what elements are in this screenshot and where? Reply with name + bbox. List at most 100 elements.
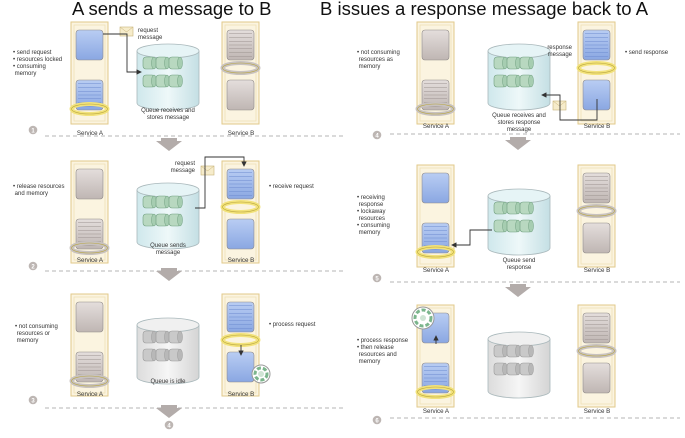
message-envelope-flap [552, 100, 567, 107]
step-number: 4 [375, 133, 379, 139]
step-number: 5 [375, 276, 379, 282]
queue-cylinder-top [487, 188, 551, 204]
resource-block [582, 362, 611, 394]
message-envelope-icon [119, 26, 134, 37]
step-5: • receiving response• lockaway resources… [357, 164, 680, 297]
step-1-notes: • send request• resources locked• consum… [13, 50, 62, 77]
lock-ring-edge [222, 201, 259, 213]
service-b-note: • process request [269, 322, 316, 328]
service-panel-inner [73, 296, 106, 394]
step-number-badge [28, 395, 38, 405]
resource-block [75, 301, 104, 333]
step-4: • not consuming resources as memoryServi… [357, 21, 680, 150]
resource-block [226, 218, 255, 250]
service-a-label: Service A [77, 130, 104, 137]
service-b-label: Service B [228, 391, 254, 398]
resource-block [582, 79, 611, 111]
processing-gear-hub [258, 371, 264, 377]
queue-cylinder-top [487, 43, 551, 59]
queue-message-slot-end [177, 74, 183, 88]
service-b-label: Service B [228, 257, 254, 264]
service-panel-inner [73, 24, 106, 122]
step-3-notes: • not consuming resources or memory [15, 324, 58, 344]
message-envelope-flap [200, 165, 215, 172]
service-b-note: • send response [625, 50, 669, 56]
service-b-label: Service B [228, 130, 254, 137]
message-envelope-icon [552, 100, 567, 111]
resource-block [421, 29, 450, 61]
step-5-notes: • receiving response• lockaway resources… [357, 195, 390, 236]
lock-ring-edge [71, 375, 108, 387]
queue-message-slot-end [177, 56, 183, 70]
queue-message-slot-end [528, 344, 534, 358]
service-a-label: Service A [423, 408, 450, 415]
step-4-notes: • not consuming resources as memory [357, 50, 400, 70]
queue-message-slot-end [528, 362, 534, 376]
step-down-arrow [156, 405, 182, 418]
step-number-badge [28, 125, 38, 135]
resource-block [75, 168, 104, 200]
service-a-label: Service A [423, 123, 450, 130]
queue-cylinder-top [136, 317, 200, 333]
step-number-badge [28, 261, 38, 271]
service-panel-inner [419, 24, 452, 122]
step-number-badge [372, 273, 382, 283]
service-b-label: Service B [584, 267, 610, 274]
lock-ring-edge [417, 103, 454, 115]
queue-message-slot-end [177, 348, 183, 362]
processing-gear-ring [253, 366, 269, 382]
resource-block [75, 29, 104, 61]
queue-cylinder-top [487, 331, 551, 347]
step-down-arrow [505, 137, 531, 150]
queue-message-slot-end [177, 195, 183, 209]
step-number-badge [372, 415, 382, 425]
step-3: • not consuming resources or memoryServi… [15, 293, 345, 430]
queue-message-slot-end [528, 201, 534, 215]
lock-ring-edge [578, 345, 615, 357]
service-panel-inner [580, 307, 613, 405]
service-panel-inner [224, 163, 257, 261]
service-panel-inner [419, 307, 452, 405]
heading-left: A sends a message to B [72, 0, 272, 19]
request-arrow [103, 33, 142, 75]
resource-block [226, 351, 255, 383]
queue-message-slot-end [528, 74, 534, 88]
step-down-arrow [156, 268, 182, 281]
queue-cylinder-top [136, 43, 200, 59]
step-number: 4 [167, 423, 171, 429]
lock-ring-edge [71, 242, 108, 254]
step-6: • process response• then release resourc… [357, 304, 680, 425]
step-number: 6 [375, 418, 379, 424]
request-arrow [195, 156, 247, 209]
service-panel-inner [580, 24, 613, 122]
step-number: 2 [31, 264, 35, 270]
resource-block [226, 79, 255, 111]
lock-ring-edge [71, 103, 108, 115]
service-panel-inner [224, 296, 257, 394]
queue-message-slot-end [177, 330, 183, 344]
message-envelope-flap [119, 26, 134, 33]
step-2-notes: • release resources and memory [13, 184, 64, 197]
service-b-label: Service B [584, 123, 610, 130]
step-6-notes: • process response• then release resourc… [357, 338, 409, 365]
step-down-arrow [156, 138, 182, 151]
service-panel-inner [580, 167, 613, 265]
message-envelope-icon [200, 165, 215, 176]
step-number-badge [164, 420, 174, 430]
lock-ring-edge [578, 205, 615, 217]
processing-gear-ring [413, 308, 433, 328]
lock-ring-edge [578, 62, 615, 74]
service-a-label: Service A [423, 267, 450, 274]
queue-message-slot-end [177, 213, 183, 227]
service-a-label: Service A [77, 391, 104, 398]
service-panel-inner [224, 24, 257, 122]
